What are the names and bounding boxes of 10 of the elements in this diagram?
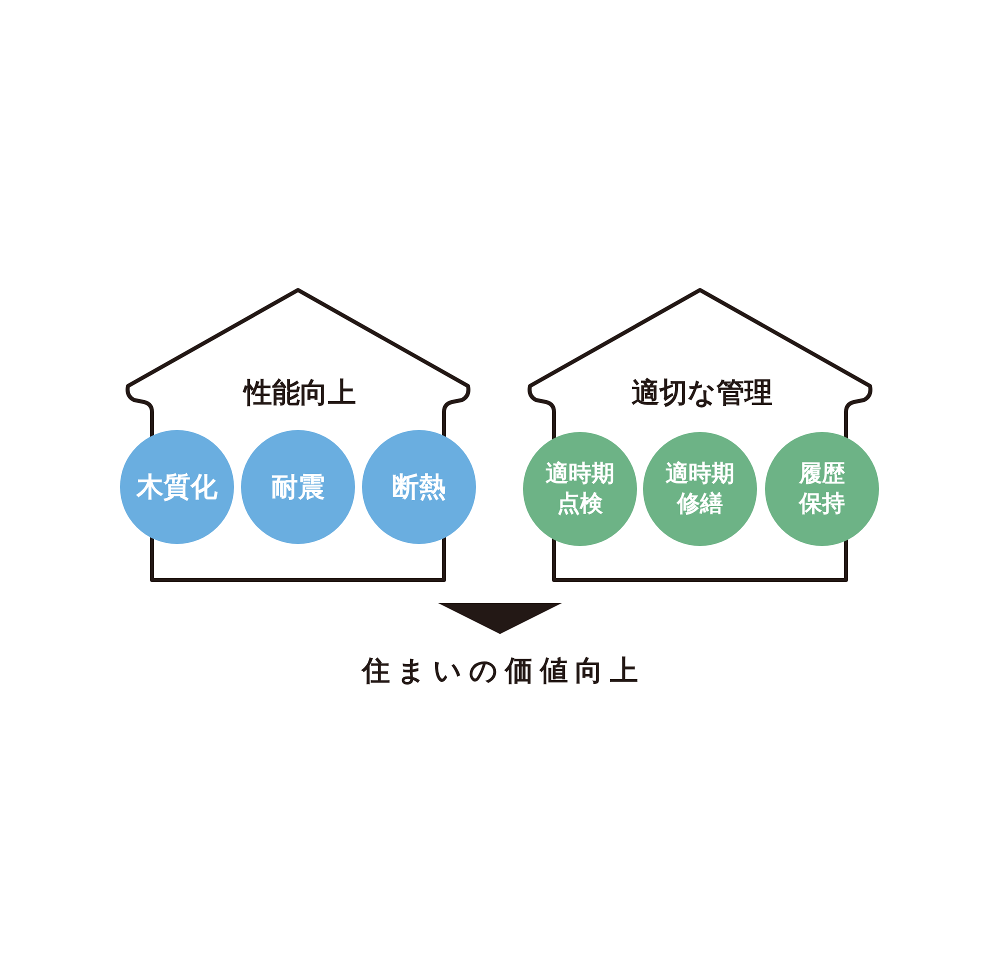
category-circle: 履歴保持 bbox=[765, 432, 879, 546]
result-text: 住まいの価値向上 bbox=[300, 652, 700, 690]
category-circle: 木質化 bbox=[120, 430, 234, 544]
category-circle: 耐震 bbox=[241, 430, 355, 544]
heading-text: 適切な管理 bbox=[630, 375, 774, 411]
heading-text: 性能向上 bbox=[242, 375, 357, 411]
down-triangle-arrow bbox=[438, 603, 562, 634]
category-circle: 適時期点検 bbox=[523, 432, 637, 546]
category-circle: 適時期修繕 bbox=[643, 432, 757, 546]
category-circle: 断熱 bbox=[362, 430, 476, 544]
